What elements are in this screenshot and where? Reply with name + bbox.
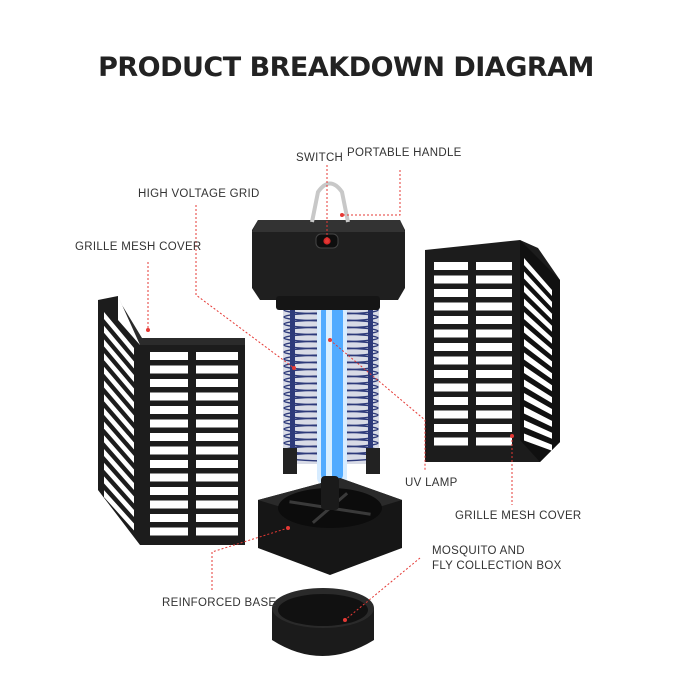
reinforced-base — [258, 476, 402, 575]
label-reinforced-base: REINFORCED BASE — [162, 597, 277, 609]
label-switch: SWITCH — [296, 152, 344, 164]
label-high-voltage-grid: HIGH VOLTAGE GRID — [138, 188, 260, 200]
leader-lines — [147, 165, 513, 621]
label-mosquito-line1: MOSQUITO AND — [432, 545, 525, 557]
label-uv-lamp: UV LAMP — [405, 477, 458, 489]
left-grille-mesh-cover — [98, 296, 245, 545]
uv-lamp — [317, 302, 347, 484]
label-grille-mesh-cover-left: GRILLE MESH COVER — [75, 241, 202, 253]
portable-handle[interactable] — [310, 181, 350, 223]
right-grille-mesh-cover — [425, 240, 560, 462]
label-mosquito-line2: FLY COLLECTION BOX — [432, 560, 562, 572]
top-housing — [252, 220, 405, 310]
label-grille-mesh-cover-right: GRILLE MESH COVER — [455, 510, 582, 522]
diagram-title: PRODUCT BREAKDOWN DIAGRAM — [98, 52, 594, 83]
mosquito-collection-box — [272, 588, 374, 656]
leader-dots — [146, 213, 514, 622]
label-portable-handle: PORTABLE HANDLE — [347, 147, 462, 159]
